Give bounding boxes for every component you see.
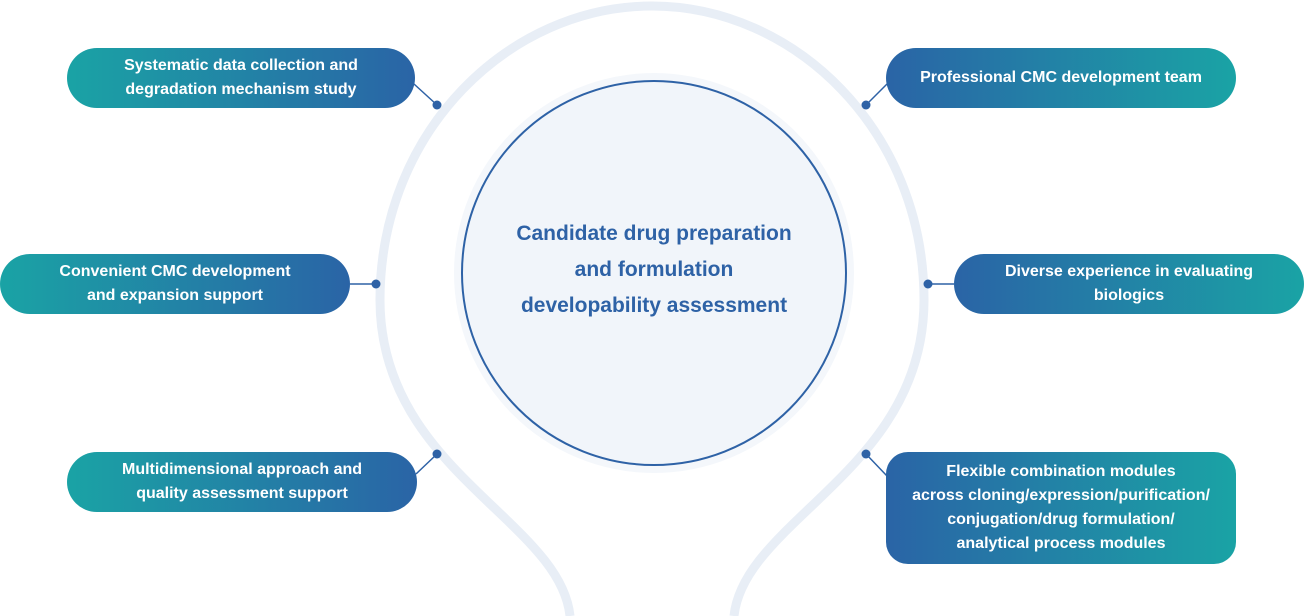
feature-label: Diverse experience in evaluating biologi…: [1004, 263, 1254, 304]
connector-left-3: [415, 453, 438, 475]
feature-label: Flexible combination modules across clon…: [912, 463, 1210, 552]
feature-flexible-modules: Flexible combination modules across clon…: [886, 452, 1236, 564]
connector-dot-right-3: [861, 449, 871, 459]
connector-dot-right-2: [923, 279, 933, 289]
connector-left-1: [413, 83, 438, 106]
center-circle: [461, 80, 847, 466]
feature-data-collection: Systematic data collection and degradati…: [67, 48, 415, 108]
feature-label: Professional CMC development team: [920, 69, 1202, 86]
feature-label: Convenient CMC development and expansion…: [59, 263, 291, 304]
connector-dot-right-1: [861, 100, 871, 110]
connector-dot-left-2: [371, 279, 381, 289]
connector-right-3: [865, 453, 888, 477]
feature-quality-assessment: Multidimensional approach and quality as…: [67, 452, 417, 512]
feature-label: Multidimensional approach and quality as…: [121, 461, 363, 502]
connector-dot-left-3: [432, 449, 442, 459]
feature-label: Systematic data collection and degradati…: [124, 57, 358, 98]
feature-biologics-experience: Diverse experience in evaluating biologi…: [954, 254, 1304, 314]
feature-cmc-expansion: Convenient CMC development and expansion…: [0, 254, 350, 314]
center-title: Candidate drug preparation and formulati…: [516, 222, 792, 317]
outer-ring: [375, 1, 929, 616]
connector-right-1: [865, 83, 888, 106]
connector-dot-left-1: [432, 100, 442, 110]
feature-cmc-team: Professional CMC development team: [886, 48, 1236, 108]
